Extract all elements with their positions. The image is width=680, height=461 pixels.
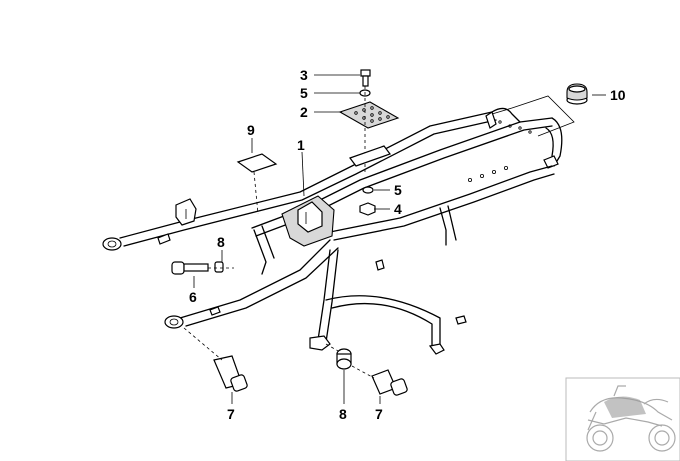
callout-5-lower: 5 (394, 182, 402, 198)
callout-4: 4 (394, 201, 402, 217)
callout-1: 1 (297, 137, 305, 153)
leader-bracket-right (491, 95, 575, 137)
bolt-part-3[interactable] (360, 69, 371, 87)
callout-8-upper: 8 (217, 234, 225, 250)
motorcycle-thumbnail (565, 377, 680, 461)
bolt-part-7-right[interactable] (371, 369, 408, 396)
callout-8-lower: 8 (339, 406, 347, 422)
bolt-part-7-left[interactable] (213, 355, 248, 392)
spacer-part-8-upper[interactable] (214, 261, 224, 273)
callout-7-left: 7 (227, 406, 235, 422)
callout-6: 6 (189, 289, 197, 305)
plate-part-2[interactable] (338, 101, 400, 129)
washer-part-5-lower[interactable] (362, 186, 374, 194)
callout-9: 9 (247, 122, 255, 138)
callout-7-right: 7 (375, 406, 383, 422)
nut-part-4[interactable] (359, 202, 376, 216)
grommet-part-10[interactable] (566, 83, 588, 105)
rear-frame[interactable] (102, 107, 563, 355)
callout-10: 10 (610, 87, 626, 103)
callout-2: 2 (300, 104, 308, 120)
label-part-9[interactable] (236, 150, 278, 215)
leader-lines (193, 74, 606, 404)
bolt-part-6[interactable] (171, 261, 209, 275)
spacer-part-8-lower[interactable] (336, 348, 352, 370)
callout-5-upper: 5 (300, 85, 308, 101)
callout-3: 3 (300, 67, 308, 83)
